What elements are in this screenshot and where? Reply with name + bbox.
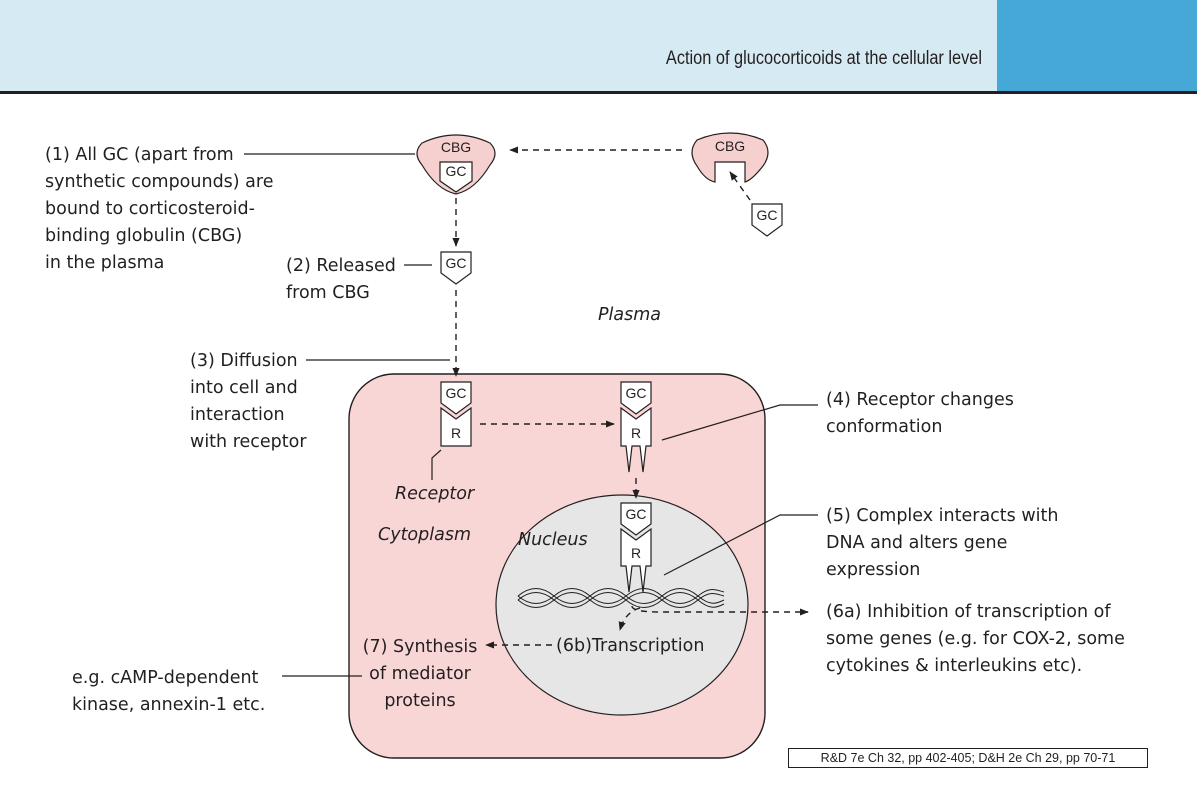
gc-receptor-complex-1: GC R [440, 381, 472, 447]
arrow-transcription [618, 607, 641, 631]
svg-text:conformation: conformation [826, 417, 942, 437]
gc-label: GC [626, 506, 647, 522]
svg-text:proteins: proteins [384, 691, 455, 711]
receptor-label: Receptor [395, 484, 476, 504]
step5-text: (5) Complex interacts with DNA and alter… [826, 506, 1058, 580]
r-label: R [631, 425, 641, 441]
mediator-examples-text: e.g. cAMP-dependent kinase, annexin-1 et… [72, 668, 265, 715]
gc-label: GC [757, 207, 778, 223]
svg-text:with receptor: with receptor [190, 432, 307, 452]
r-label: R [451, 425, 461, 441]
gc-label: GC [446, 385, 467, 401]
svg-text:(6a) Inhibition of transcripti: (6a) Inhibition of transcription of [826, 602, 1111, 622]
leader-receptor [431, 449, 442, 480]
svg-text:(7) Synthesis: (7) Synthesis [363, 637, 478, 657]
nucleus-label: Nucleus [518, 530, 588, 550]
cbg-label: CBG [715, 138, 745, 154]
reference-citation: R&D 7e Ch 32, pp 402-405; D&H 2e Ch 29, … [788, 748, 1148, 768]
svg-text:of mediator: of mediator [369, 664, 472, 684]
step7-text: (7) Synthesis of mediator proteins [363, 637, 478, 711]
arrow-gc-to-cbg [729, 171, 751, 201]
step1-text: (1) All GC (apart from synthetic compoun… [45, 145, 273, 273]
svg-text:into cell and: into cell and [190, 378, 298, 398]
step4-text: (4) Receptor changes conformation [826, 390, 1014, 437]
svg-text:DNA and alters gene: DNA and alters gene [826, 533, 1007, 553]
header-rule [0, 91, 1197, 94]
svg-text:e.g. cAMP-dependent: e.g. cAMP-dependent [72, 668, 259, 688]
page-title: Action of glucocorticoids at the cellula… [665, 48, 982, 69]
svg-text:(5) Complex interacts with: (5) Complex interacts with [826, 506, 1058, 526]
gc-label: GC [626, 385, 647, 401]
cbg-label: CBG [441, 139, 471, 155]
svg-text:from CBG: from CBG [286, 283, 370, 303]
step3-text: (3) Diffusion into cell and interaction … [190, 351, 307, 452]
leader-step5 [663, 514, 818, 576]
gc-label: GC [446, 163, 467, 179]
svg-text:binding globulin (CBG): binding globulin (CBG) [45, 226, 242, 246]
gc-receptor-complex-3: GC R [620, 502, 652, 593]
svg-text:synthetic compounds) are: synthetic compounds) are [45, 172, 273, 192]
dna-helix [517, 588, 725, 608]
released-gc: GC [440, 251, 472, 285]
cytoplasm-label: Cytoplasm [378, 525, 471, 545]
svg-text:kinase, annexin-1 etc.: kinase, annexin-1 etc. [72, 695, 265, 715]
svg-text:some genes (e.g. for COX-2, so: some genes (e.g. for COX-2, some [826, 629, 1125, 649]
svg-text:(1) All GC (apart from: (1) All GC (apart from [45, 145, 234, 165]
nucleus [495, 494, 749, 716]
svg-text:cytokines & interleukins etc).: cytokines & interleukins etc). [826, 656, 1082, 676]
svg-text:interaction: interaction [190, 405, 285, 425]
step6a-text: (6a) Inhibition of transcription of some… [826, 602, 1125, 676]
svg-text:(3) Diffusion: (3) Diffusion [190, 351, 298, 371]
svg-text:bound to corticosteroid-: bound to corticosteroid- [45, 199, 255, 219]
free-cbg: CBG [691, 132, 769, 183]
svg-text:(4) Receptor changes: (4) Receptor changes [826, 390, 1014, 410]
gc-label: GC [446, 255, 467, 271]
svg-text:in the plasma: in the plasma [45, 253, 164, 273]
svg-text:expression: expression [826, 560, 920, 580]
svg-text:(2) Released: (2) Released [286, 256, 396, 276]
arrow-transcription-inhibition [631, 605, 809, 616]
leader-step4 [661, 404, 818, 441]
header-accent-block [997, 0, 1197, 91]
cbg-gc-complex: CBG GC [416, 134, 496, 195]
plasma-label: Plasma [598, 305, 661, 325]
r-label: R [631, 545, 641, 561]
step6b-text: (6b)Transcription [556, 636, 704, 656]
gc-receptor-complex-2: GC R [620, 381, 652, 473]
free-gc: GC [751, 203, 783, 237]
step2-text: (2) Released from CBG [286, 256, 396, 303]
